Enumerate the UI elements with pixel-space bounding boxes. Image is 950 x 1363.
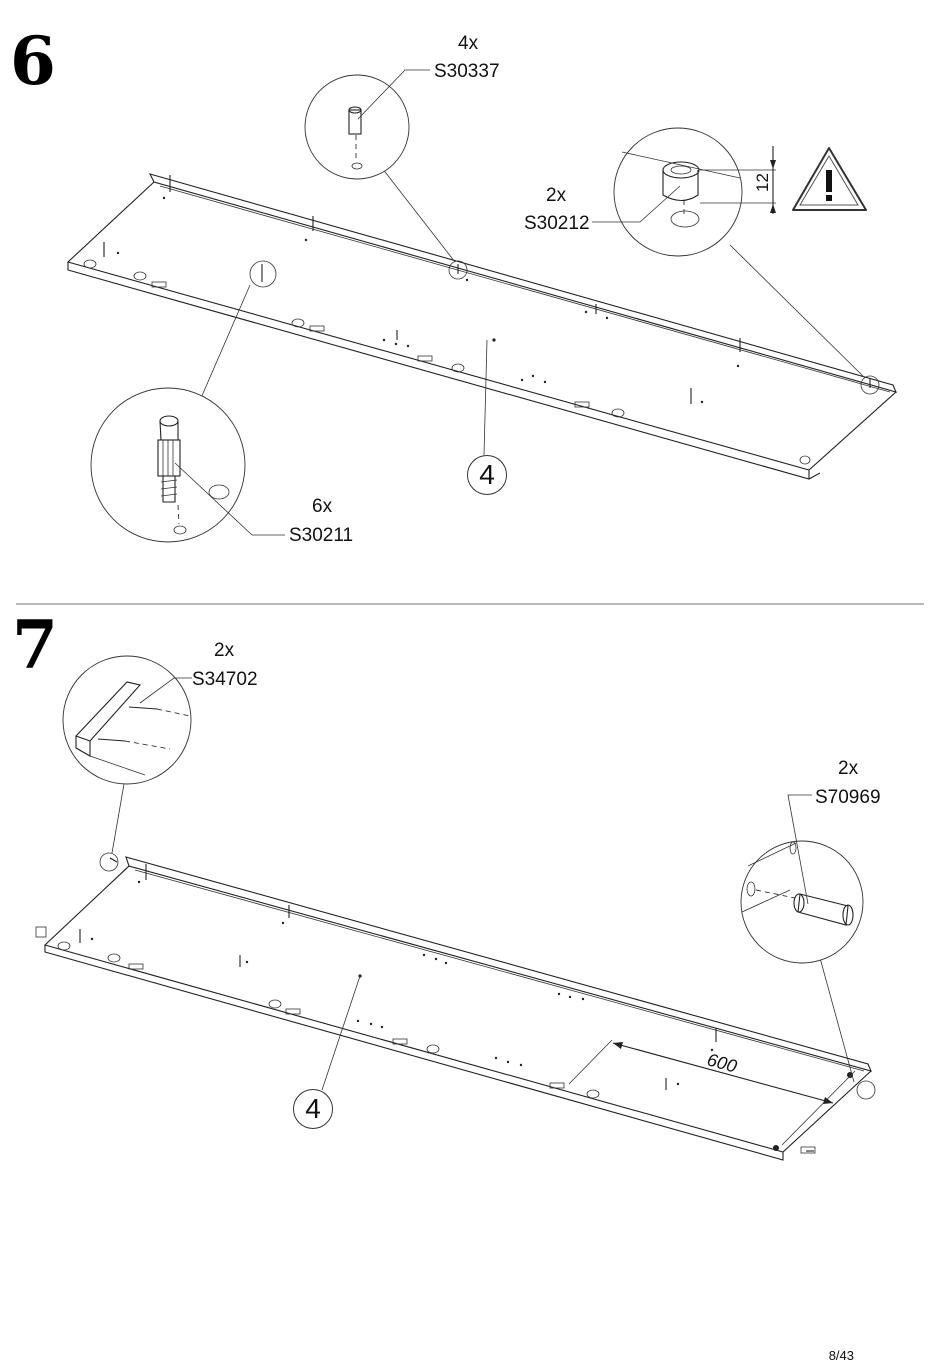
step7-panel — [35, 783, 876, 1161]
part-code-s30337: S30337 — [434, 61, 500, 82]
detail-s30211 — [90, 387, 285, 543]
detail-s70969 — [740, 794, 864, 964]
detail-s34702 — [62, 655, 192, 785]
detail-s30212 — [592, 127, 776, 257]
part-code-s30211: S30211 — [289, 525, 354, 546]
part-qty-s70969: 2x — [838, 758, 859, 779]
part-qty-s30211: 6x — [312, 496, 333, 517]
step-number-7: 7 — [12, 606, 58, 684]
panel-label-step6: 4 — [467, 455, 507, 495]
step-number-6: 6 — [10, 22, 56, 100]
step6-panel — [66, 167, 897, 480]
detail-s30337 — [304, 69, 430, 180]
part-qty-s30337: 4x — [458, 33, 479, 54]
part-qty-s30212: 2x — [546, 185, 567, 206]
page-number: 8/43 — [828, 1348, 854, 1363]
dimension-600 — [568, 1039, 856, 1146]
panel-label-step7: 4 — [293, 1089, 333, 1129]
warning-triangle-icon — [792, 147, 867, 211]
part-code-s70969: S70969 — [815, 787, 881, 808]
part-qty-s34702: 2x — [214, 640, 235, 661]
depth-dimension: 12 — [752, 173, 772, 192]
part-code-s30212: S30212 — [524, 213, 590, 234]
part-code-s34702: S34702 — [192, 669, 258, 690]
